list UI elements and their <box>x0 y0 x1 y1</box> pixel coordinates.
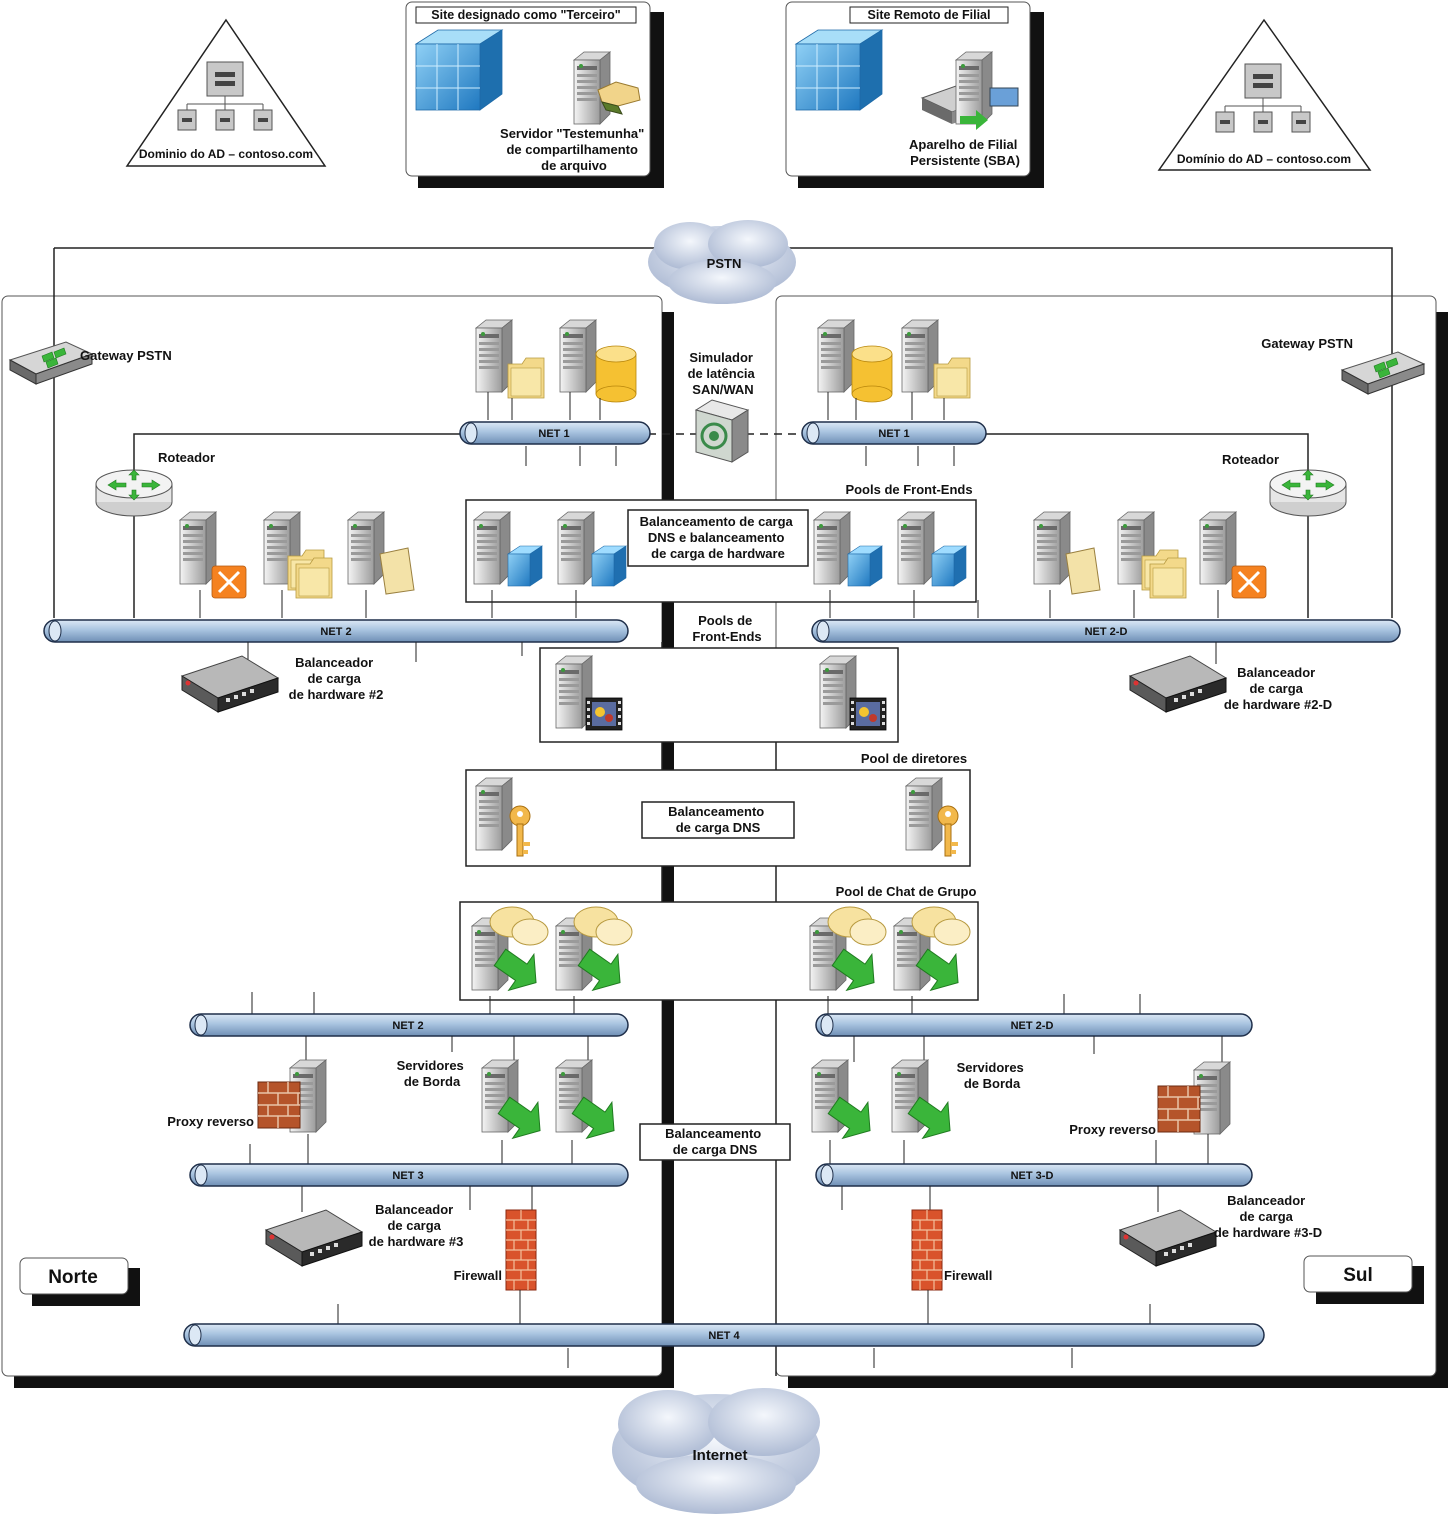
net2b-south-bus: NET 2-D <box>815 1013 1253 1037</box>
firewall-south-label: Firewall <box>944 1268 992 1283</box>
firewall-north-icon <box>505 1209 537 1291</box>
svg-text:PSTN: PSTN <box>707 256 742 271</box>
third-site-building-icon <box>415 29 503 111</box>
net2b-north-bus: NET 2 <box>189 1013 629 1037</box>
sba-label: Aparelho de Filial Persistente (SBA) <box>909 137 1021 168</box>
branch-site-box: Site Remoto de Filial Aparelho de Filial… <box>785 1 1044 188</box>
router-south-label: Roteador <box>1222 452 1279 467</box>
net1-north-servers <box>475 319 637 466</box>
router-north-link <box>133 433 460 618</box>
pstn-cloud: PSTN <box>648 220 796 304</box>
proxy-south-label: Proxy reverso <box>1069 1122 1156 1137</box>
sba-appliance-icon <box>920 51 1019 130</box>
internet-cloud: Internet <box>612 1388 820 1514</box>
chat-pool-label: Pool de Chat de Grupo <box>836 884 977 899</box>
firewall-north-label: Firewall <box>454 1268 502 1283</box>
director-pool-box: Balanceamento de carga DNS <box>465 769 971 867</box>
branch-building-icon <box>795 29 883 111</box>
fe-pool-box: Balanceamento de carga DNS e balanceamen… <box>465 499 977 603</box>
net3-south-bus: NET 3-D <box>815 1163 1253 1187</box>
latency-simulator-label: Simulador de latência SAN/WAN <box>688 350 759 397</box>
net1-north-bus: NET 1 <box>459 421 651 445</box>
edge-servers-north <box>249 1036 628 1164</box>
hlb3-north-label: Balanceador de carga de hardware #3 <box>369 1202 464 1249</box>
svg-text:NET 2-D: NET 2-D <box>1011 1020 1054 1032</box>
svg-text:Balanceamento de carga D: Balanceamento de carga DNS <box>665 1126 765 1157</box>
south-site-label: Sul <box>1303 1255 1424 1304</box>
hlb2-north-label: Balanceador de carga de hardware #2 <box>289 655 384 702</box>
svg-text:Domínio do AD – contoso.com: Domínio do AD – contoso.com <box>1177 152 1351 166</box>
router-south-link <box>984 433 1309 618</box>
hlb3-south-label: Balanceador de carga de hardware #3-D <box>1214 1193 1322 1240</box>
svg-text:Dominio do AD – contoso.com: Dominio do AD – contoso.com <box>139 147 313 161</box>
router-north-icon <box>95 469 173 517</box>
svg-text:Norte: Norte <box>48 1267 98 1288</box>
video-pool-box <box>539 647 899 743</box>
fe-pools-top-label: Pools de Front-Ends <box>845 482 972 497</box>
gateway-south-label: Gateway PSTN <box>1261 336 1353 351</box>
net2-south-servers <box>829 511 1268 618</box>
net4-bus: NET 4 <box>183 1323 1265 1347</box>
svg-text:Balanceamento de carga D: Balanceamento de carga DNS e balanceamen… <box>640 514 797 561</box>
svg-text:NET 4: NET 4 <box>708 1330 740 1342</box>
net1-south-servers <box>817 319 971 466</box>
north-site-label: Norte <box>19 1257 140 1306</box>
net2-south-bus: NET 2-D <box>811 619 1401 643</box>
director-pool-label: Pool de diretores <box>861 751 967 766</box>
svg-text:NET 3-D: NET 3-D <box>1011 1170 1054 1182</box>
proxy-north-label: Proxy reverso <box>167 1114 254 1129</box>
ad-domain-right: Domínio do AD – contoso.com <box>1157 18 1372 171</box>
svg-text:Internet: Internet <box>692 1447 747 1464</box>
edge-servers-north-label: Servidores de Borda <box>397 1058 468 1089</box>
fe-pools-mid-label: Pools de Front-Ends <box>692 613 761 644</box>
hlb2-south-label: Balanceador de carga de hardware #2-D <box>1224 665 1332 712</box>
net2-north-servers <box>179 511 577 618</box>
svg-text:NET 1: NET 1 <box>878 428 909 440</box>
pstn-link <box>54 247 1393 618</box>
svg-text:Sul: Sul <box>1343 1265 1373 1286</box>
gateway-north-label: Gateway PSTN <box>80 348 172 363</box>
net3-north-bus: NET 3 <box>189 1163 629 1187</box>
branch-site-title: Site Remoto de Filial <box>868 8 991 22</box>
edge-servers-south <box>811 1036 1231 1164</box>
net1-south-bus: NET 1 <box>801 421 987 445</box>
svg-text:NET 3: NET 3 <box>392 1170 423 1182</box>
firewall-south-icon <box>911 1209 943 1291</box>
svg-text:NET 2-D: NET 2-D <box>1085 626 1128 638</box>
latency-simulator-icon <box>694 398 750 464</box>
chat-pool-box <box>459 901 979 1002</box>
svg-text:NET 2: NET 2 <box>392 1020 423 1032</box>
net2-north-bus: NET 2 <box>43 619 629 643</box>
router-south-icon <box>1269 469 1347 517</box>
ad-domain-left: Dominio do AD – contoso.com <box>125 18 327 167</box>
svg-text:Balanceamento de carga D: Balanceamento de carga DNS <box>668 804 768 835</box>
svg-text:NET 1: NET 1 <box>538 428 569 440</box>
witness-label: Servidor "Testemunha" de compartilhament… <box>500 126 648 173</box>
edge-servers-south-label: Servidores de Borda <box>957 1060 1028 1091</box>
router-north-label: Roteador <box>158 450 215 465</box>
third-site-title: Site designado como "Terceiro" <box>431 8 621 22</box>
third-site-box: Site designado como "Terceiro" Servidor … <box>405 1 664 188</box>
svg-text:NET 2: NET 2 <box>320 626 351 638</box>
edge-dns-lb-box: Balanceamento de carga DNS <box>639 1123 791 1161</box>
